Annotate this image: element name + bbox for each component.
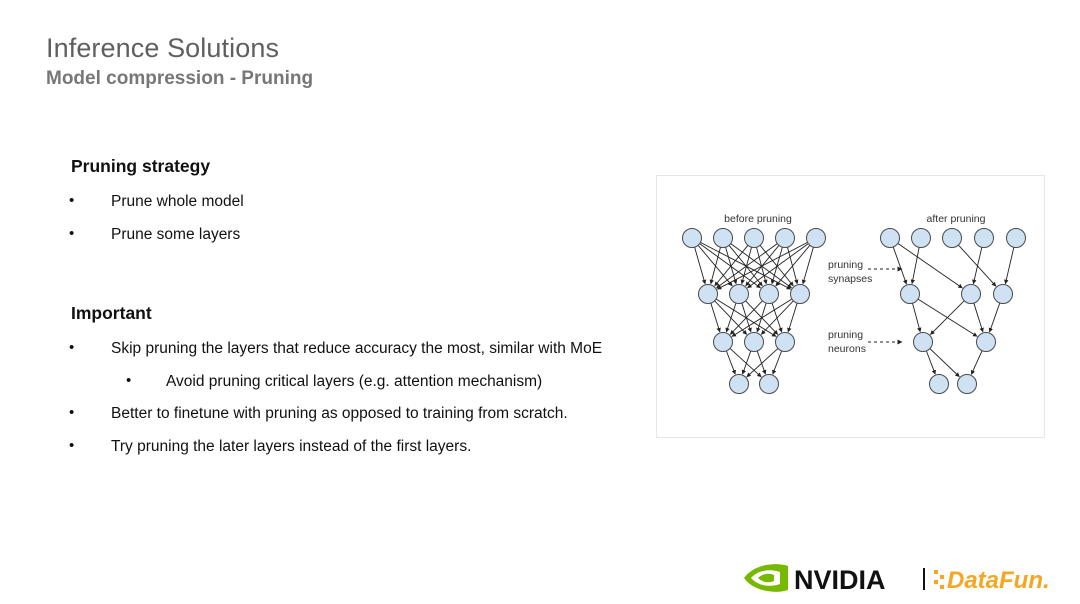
- after-synapse: [1004, 247, 1015, 285]
- after-neuron: [974, 228, 994, 248]
- nvidia-eye-icon: [744, 564, 788, 592]
- before-synapse: [741, 350, 752, 375]
- bullet-icon: •: [69, 437, 75, 454]
- bullet-icon: •: [69, 225, 75, 242]
- list-item: •Avoid pruning critical layers (e.g. att…: [126, 372, 543, 390]
- before-synapse: [725, 302, 737, 333]
- bullet-icon: •: [69, 404, 75, 421]
- after-synapse: [910, 247, 920, 285]
- after-synapse: [897, 243, 963, 289]
- list-item: •Better to finetune with pruning as oppo…: [69, 404, 568, 422]
- after-neuron: [913, 332, 933, 352]
- datafun-wordmark: DataFun.: [947, 567, 1050, 594]
- before-synapse: [731, 298, 793, 337]
- before-neuron: [775, 332, 795, 352]
- slide-title: Inference Solutions: [46, 33, 280, 63]
- before-synapse: [746, 348, 779, 378]
- logo-divider: [923, 568, 925, 590]
- after-synapse: [925, 350, 936, 375]
- after-synapse: [892, 246, 908, 285]
- before-neuron: [682, 228, 702, 248]
- list-item: •Prune some layers: [69, 225, 241, 243]
- after-synapse: [973, 302, 984, 333]
- after-neuron: [880, 228, 900, 248]
- before-synapse: [728, 245, 763, 287]
- pruning-synapses-label-2: synapses: [828, 273, 872, 285]
- datafun-dots-icon: [934, 570, 944, 589]
- after-synapse: [988, 302, 1001, 333]
- pruning-diagram-svg: before pruning after pruning pruning syn…: [682, 213, 1026, 394]
- pruning-neurons-label-2: neurons: [828, 343, 866, 355]
- after-neuron: [961, 284, 981, 304]
- after-neuron: [929, 374, 949, 394]
- before-neuron: [744, 332, 764, 352]
- before-neuron: [790, 284, 810, 304]
- before-synapse: [756, 247, 768, 285]
- bullet-icon: •: [69, 339, 75, 356]
- important-heading: Important: [71, 303, 152, 323]
- before-neuron: [806, 228, 826, 248]
- pruning-neurons-label-1: pruning: [828, 329, 863, 341]
- after-synapse: [970, 350, 983, 375]
- before-synapse: [716, 243, 778, 289]
- after-neuron: [911, 228, 931, 248]
- after-pruning-label: after pruning: [927, 213, 986, 225]
- before-synapse: [694, 247, 707, 285]
- after-neuron: [1006, 228, 1026, 248]
- after-synapse: [972, 247, 983, 285]
- after-neuron: [993, 284, 1013, 304]
- after-synapse: [912, 303, 922, 333]
- before-pruning-label: before pruning: [724, 213, 792, 225]
- pruning-synapses-label-1: pruning: [828, 259, 863, 271]
- before-synapse: [729, 300, 763, 335]
- before-synapse: [760, 300, 794, 335]
- before-neuron: [713, 332, 733, 352]
- before-synapse: [801, 247, 814, 285]
- before-neuron: [759, 284, 779, 304]
- bullet-icon: •: [126, 372, 132, 389]
- before-synapse: [747, 243, 809, 289]
- before-synapse: [725, 350, 736, 375]
- list-item: •Skip pruning the layers that reduce acc…: [69, 339, 603, 357]
- bullet-icon: •: [69, 192, 75, 209]
- before-neuron: [775, 228, 795, 248]
- before-synapse: [787, 302, 798, 333]
- after-synapse: [929, 348, 960, 378]
- pruning-strategy-heading: Pruning strategy: [71, 156, 211, 176]
- before-synapse: [729, 348, 762, 378]
- slide-subtitle: Model compression - Pruning: [46, 68, 314, 89]
- before-synapse: [714, 245, 749, 287]
- after-neuron: [900, 284, 920, 304]
- list-item: •Try pruning the later layers instead of…: [69, 437, 472, 455]
- before-synapse: [772, 350, 783, 375]
- before-neuron: [759, 374, 779, 394]
- nvidia-wordmark: NVIDIA: [794, 565, 886, 595]
- after-neuron: [957, 374, 977, 394]
- after-neuron: [976, 332, 996, 352]
- before-neuron: [729, 284, 749, 304]
- before-neuron: [744, 228, 764, 248]
- before-neuron: [698, 284, 718, 304]
- before-synapse: [710, 302, 721, 333]
- before-synapse: [709, 247, 721, 285]
- after-synapse: [930, 300, 965, 335]
- after-neuron: [942, 228, 962, 248]
- list-item: •Prune whole model: [69, 192, 244, 210]
- before-neuron: [729, 374, 749, 394]
- before-synapse: [699, 243, 761, 289]
- before-synapse: [716, 241, 808, 290]
- before-synapse: [770, 247, 783, 285]
- before-synapse: [775, 244, 811, 287]
- before-neuron: [713, 228, 733, 248]
- before-synapse: [756, 350, 767, 375]
- footer-logos: NVIDIA DataFun.: [744, 564, 1050, 595]
- pruning-diagram: before pruning after pruning pruning syn…: [656, 175, 1045, 438]
